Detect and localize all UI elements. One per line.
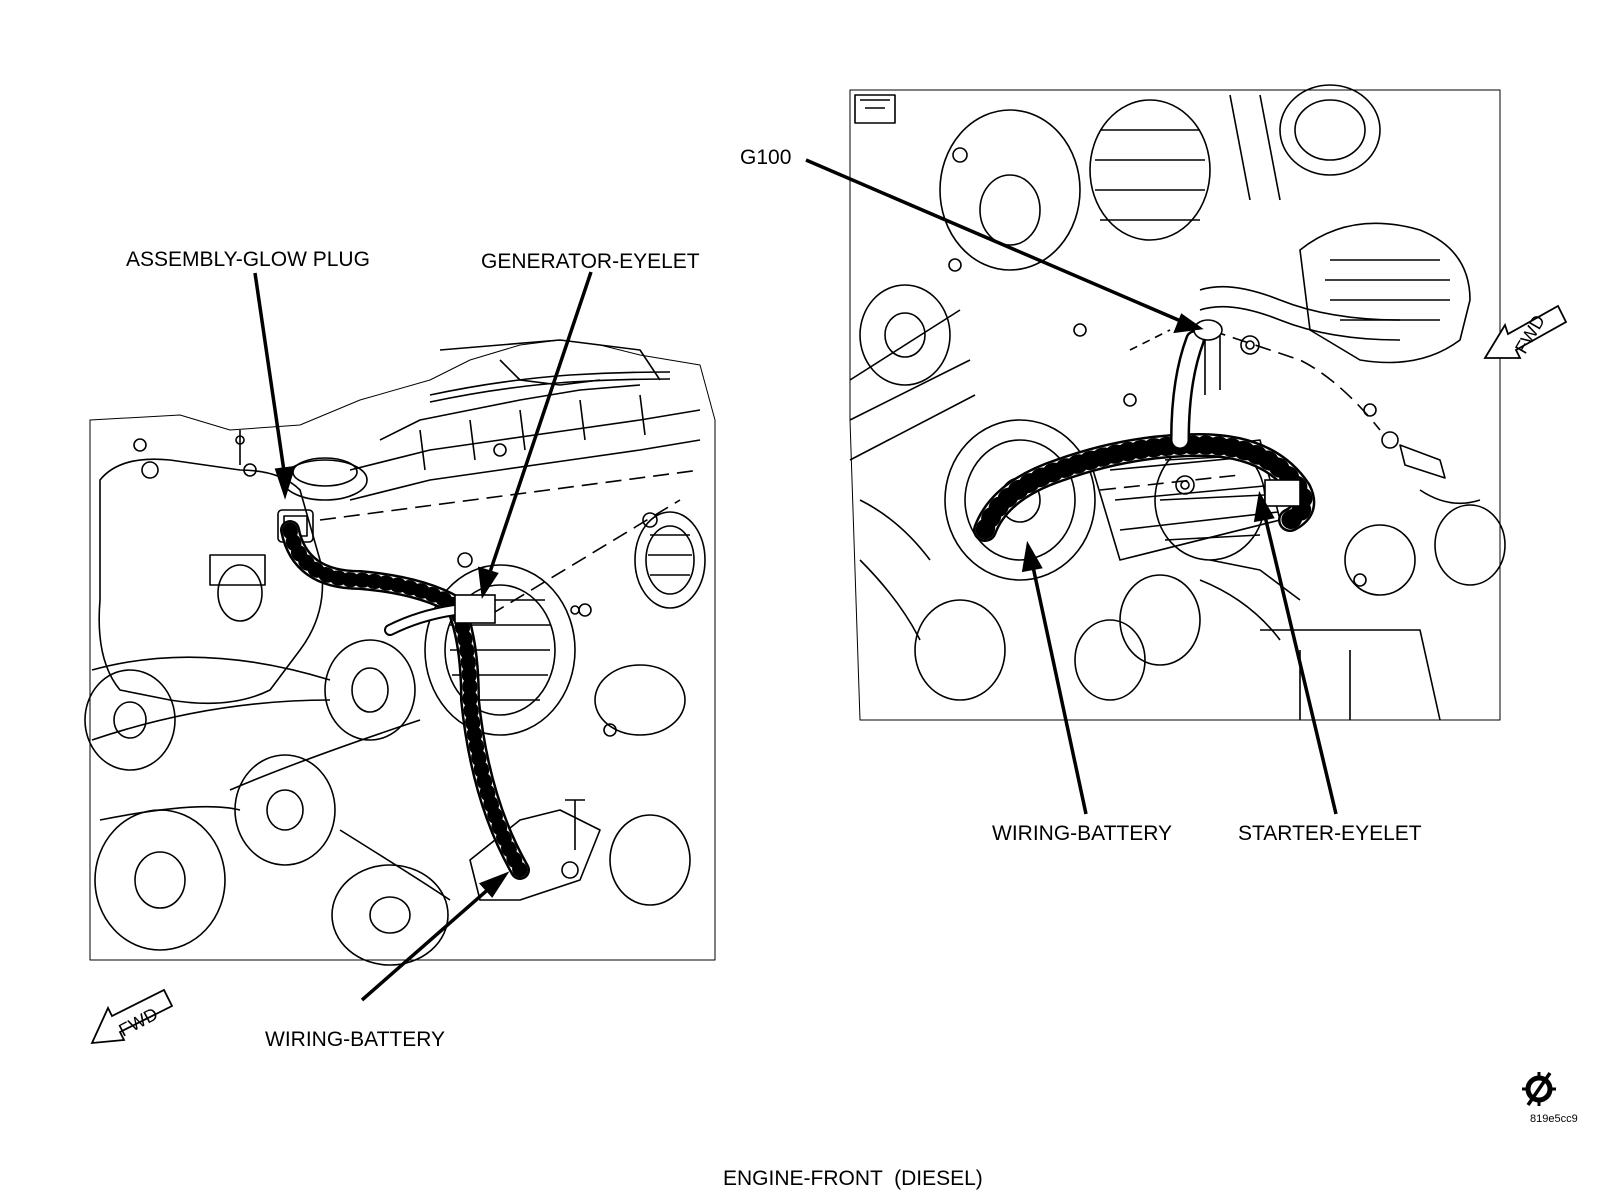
figure-caption: ENGINE-FRONT (DIESEL) [723, 1167, 983, 1190]
fwd-arrow-icon [1483, 304, 1568, 359]
fwd-arrow-icon [90, 988, 174, 1045]
label-wiring-battery-left: WIRING-BATTERY [265, 1028, 446, 1051]
left-leader-lines [253, 271, 593, 1002]
label-g100: G100 [740, 146, 792, 169]
figure-code: 819e5cc9 [1530, 1113, 1578, 1125]
left-engine-illustration [84, 339, 716, 966]
label-generator-eyelet: GENERATOR-EYELET [481, 250, 700, 273]
right-leader-lines [805, 158, 1338, 815]
left-battery-harness [280, 520, 530, 880]
label-assembly-glow-plug: ASSEMBLY-GLOW PLUG [126, 248, 370, 271]
wrench-gear-icon [1522, 1072, 1556, 1106]
right-battery-harness [973, 319, 1316, 542]
label-wiring-battery-right: WIRING-BATTERY [992, 822, 1173, 845]
right-engine-illustration [849, 84, 1506, 721]
label-starter-eyelet: STARTER-EYELET [1238, 822, 1422, 845]
